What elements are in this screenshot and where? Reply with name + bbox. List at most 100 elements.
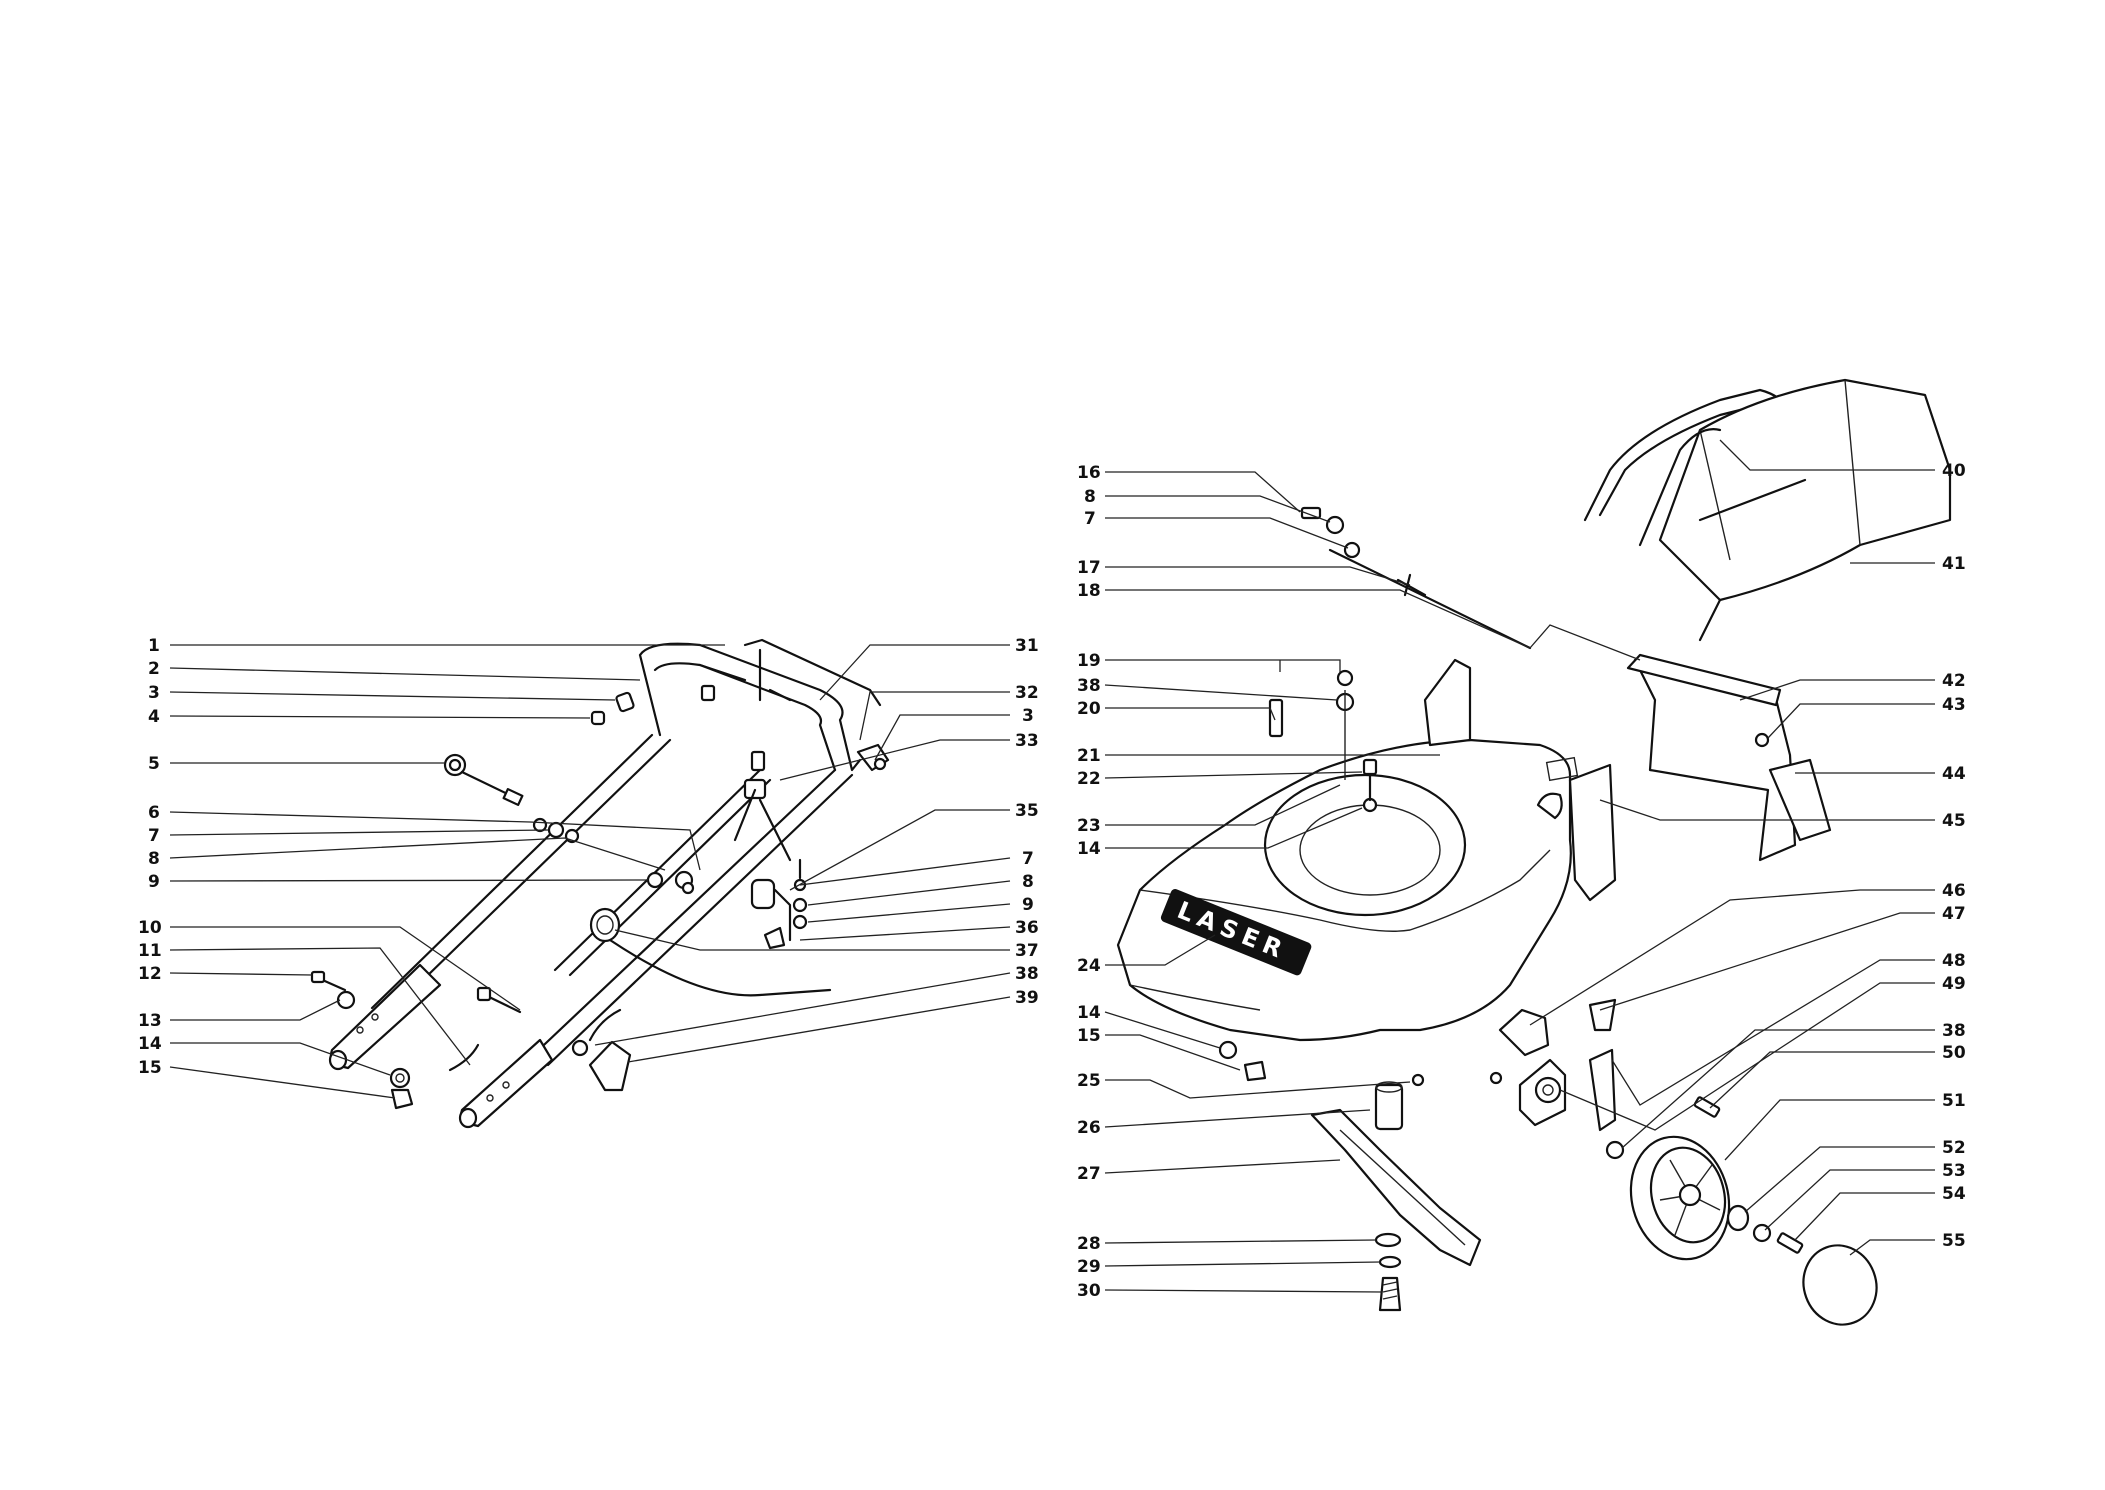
- lower-handle-left: [370, 733, 672, 1014]
- callout-9: 9: [148, 872, 160, 892]
- callout-r42: 42: [1942, 671, 1966, 691]
- drive-lever: [588, 1040, 632, 1092]
- deflector-46: [1498, 1008, 1550, 1057]
- nut-25r: [1489, 1071, 1503, 1085]
- washer-9b: [792, 914, 808, 930]
- handle-nut: [590, 710, 606, 726]
- callout-14: 14: [138, 1034, 162, 1054]
- callout-10: 10: [138, 918, 162, 938]
- sleeve-end-left: [328, 1049, 348, 1071]
- lower-handle-right: [526, 768, 854, 1067]
- rear-bracket-left: [1423, 658, 1472, 747]
- callout-r38b: 38: [1942, 1021, 1966, 1041]
- blade-adapter: [1374, 1083, 1404, 1131]
- washer-38: [571, 1039, 589, 1057]
- callout-1: 1: [148, 636, 160, 656]
- callout-37: 37: [1015, 941, 1039, 961]
- callout-36: 36: [1015, 918, 1039, 938]
- handle-clip: [700, 684, 716, 702]
- callout-r41: 41: [1942, 554, 1966, 574]
- callout-r49: 49: [1942, 974, 1966, 994]
- spring-11: [448, 1043, 480, 1072]
- sleeve-end-right: [458, 1107, 478, 1129]
- callout-r8: 8: [1084, 487, 1096, 507]
- spring-plate-49: [1588, 1048, 1617, 1132]
- lever-bolt: [763, 926, 786, 950]
- height-adjuster: [1536, 792, 1563, 820]
- callout-r26: 26: [1077, 1118, 1101, 1138]
- callout-r53: 53: [1942, 1161, 1966, 1181]
- callout-6: 6: [148, 803, 160, 823]
- axle-rod: [1328, 548, 1532, 650]
- callout-r19: 19: [1077, 651, 1101, 671]
- deck-assembly: LASER: [1116, 378, 1952, 1326]
- inner-tube-left: [553, 768, 772, 977]
- wheel-rim: [1649, 1146, 1727, 1244]
- callout-3: 3: [148, 683, 160, 703]
- washer-8b: [792, 897, 808, 913]
- handle-bolt: [615, 691, 635, 713]
- callout-7b: 7: [1022, 849, 1034, 869]
- washer-38b: [1605, 1140, 1625, 1160]
- washer-14r: [1218, 1040, 1238, 1060]
- callout-r17: 17: [1077, 558, 1101, 578]
- cable-connector: [502, 787, 524, 807]
- callout-7: 7: [148, 826, 160, 846]
- cable-ring: [443, 753, 467, 777]
- nut-15r: [1243, 1060, 1267, 1082]
- knob-14: [389, 1067, 411, 1089]
- callout-13: 13: [138, 1011, 162, 1031]
- callout-r15: 15: [1077, 1026, 1101, 1046]
- flap-hinge-bar: [1626, 653, 1782, 707]
- callout-r24: 24: [1077, 956, 1101, 976]
- control-bolt: [750, 750, 766, 772]
- leader-lines: [169, 439, 1935, 1293]
- callout-r45: 45: [1942, 811, 1966, 831]
- handle-sleeve-left: [329, 963, 442, 1070]
- callout-r46: 46: [1942, 881, 1966, 901]
- callout-r22: 22: [1077, 769, 1101, 789]
- key-25: [1411, 1073, 1425, 1087]
- callout-33: 33: [1015, 731, 1039, 751]
- callout-r28: 28: [1077, 1234, 1101, 1254]
- handle-assembly: [310, 638, 890, 1129]
- upper-handle-bar: [638, 638, 882, 772]
- callout-r20: 20: [1077, 699, 1101, 719]
- bolt-51: [1693, 1096, 1721, 1118]
- callout-r52: 52: [1942, 1138, 1966, 1158]
- callout-39: 39: [1015, 988, 1039, 1008]
- callout-r51: 51: [1942, 1091, 1966, 1111]
- hub-cap: [1802, 1244, 1878, 1326]
- callout-r16: 16: [1077, 463, 1101, 483]
- handle-crossbar: [698, 648, 792, 702]
- washer-29: [1378, 1255, 1402, 1269]
- lever-link: [773, 888, 792, 942]
- callout-31: 31: [1015, 636, 1039, 656]
- blade-bolt: [1378, 1276, 1402, 1312]
- callout-12: 12: [138, 964, 162, 984]
- callout-3b: 3: [1022, 706, 1034, 726]
- washer-19: [1336, 669, 1354, 687]
- control-rod: [733, 788, 792, 862]
- callout-r55: 55: [1942, 1231, 1966, 1251]
- clamp-bolt: [873, 757, 887, 771]
- callout-r21: 21: [1077, 746, 1101, 766]
- nut-15: [390, 1088, 414, 1110]
- callout-r23: 23: [1077, 816, 1101, 836]
- callout-35: 35: [1015, 801, 1039, 821]
- washer-8r: [1325, 515, 1345, 535]
- bolt-16: [1300, 506, 1322, 520]
- cutting-blade: [1310, 1108, 1482, 1267]
- callout-r43: 43: [1942, 695, 1966, 715]
- callout-r27: 27: [1077, 1164, 1101, 1184]
- callout-9b: 9: [1022, 895, 1034, 915]
- grass-bag: [1658, 378, 1952, 602]
- callout-2: 2: [148, 659, 160, 679]
- callout-r48: 48: [1942, 951, 1966, 971]
- cap-47: [1588, 998, 1617, 1032]
- motor-opening: [1263, 773, 1467, 917]
- washer-7: [547, 821, 565, 839]
- callout-r29: 29: [1077, 1257, 1101, 1277]
- bolt-20: [1268, 698, 1284, 738]
